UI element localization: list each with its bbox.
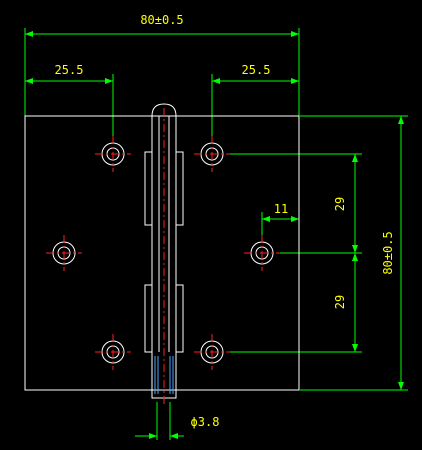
label-hole-spacing-upper: 29 bbox=[333, 197, 347, 211]
label-overall-height: 80±0.5 bbox=[381, 231, 395, 274]
label-hole-offset-left: 25.5 bbox=[55, 63, 84, 77]
center-lines bbox=[46, 108, 280, 404]
label-hole-inset: 11 bbox=[274, 202, 288, 216]
label-pin-diameter: ϕ3.8 bbox=[191, 415, 220, 429]
pin-hatching bbox=[154, 356, 174, 394]
dimension-labels: 80±0.5 25.5 25.5 11 ϕ3.8 29 29 80±0.5 bbox=[55, 13, 395, 429]
label-hole-spacing-lower: 29 bbox=[333, 295, 347, 309]
dimension-arrows bbox=[25, 31, 404, 439]
hinge-outline bbox=[24, 103, 300, 399]
label-overall-width: 80±0.5 bbox=[140, 13, 183, 27]
hinge-knuckle-segments bbox=[144, 151, 184, 353]
label-hole-offset-right: 25.5 bbox=[242, 63, 271, 77]
hinge-plate-outline bbox=[24, 115, 300, 391]
